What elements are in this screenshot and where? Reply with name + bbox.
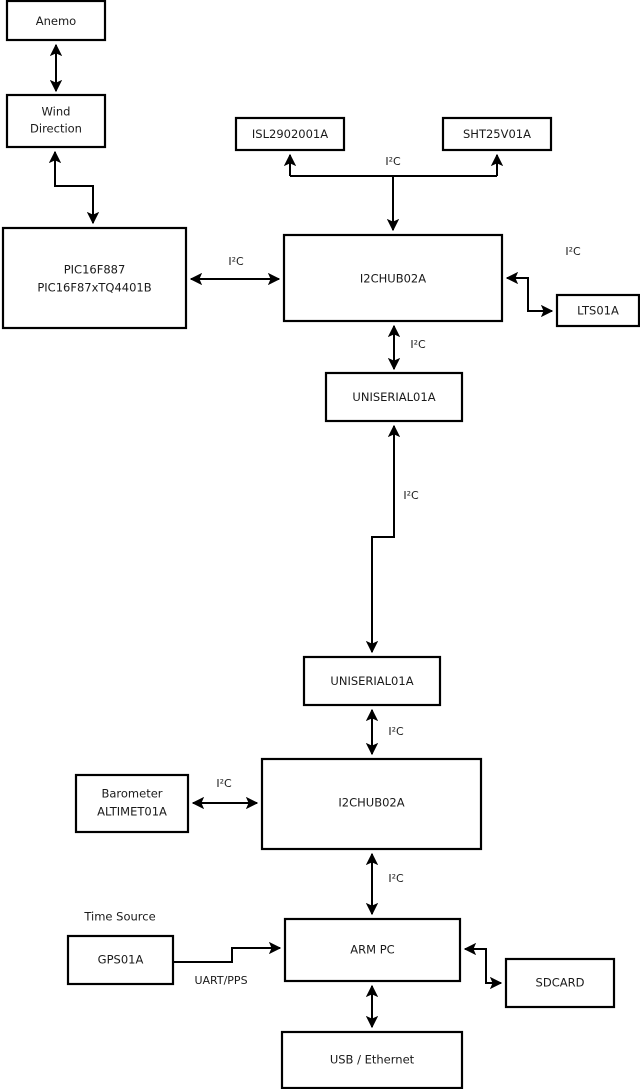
edge-label-hub-arm: I²C — [388, 872, 404, 885]
edge-label-pic-hub: I²C — [228, 255, 244, 268]
node-i2chub02a-top-box — [282, 233, 504, 323]
node-pic-mcu-label-line1: PIC16F887 — [64, 263, 126, 277]
edge-label-hub-lts: I²C — [565, 245, 581, 258]
node-uniserial01a-bottom[interactable]: UNISERIAL01A — [302, 655, 442, 707]
node-i2chub02a-bottom-box — [260, 757, 483, 851]
node-uniserial01a-top-box — [324, 371, 464, 423]
node-lts01a-label: LTS01A — [577, 304, 619, 318]
node-barometer[interactable]: Barometer ALTIMET01A — [74, 773, 190, 834]
edge-label-hub-sensors: I²C — [385, 155, 401, 168]
node-i2chub02a-bottom-label: I2CHUB02A — [338, 796, 404, 810]
node-sdcard-box — [504, 957, 616, 1009]
node-lts01a-box — [555, 293, 640, 328]
node-sht25v01a[interactable]: SHT25V01A — [441, 116, 553, 152]
edge-label-uniserial-link: I²C — [403, 489, 419, 502]
node-usb-ethernet-box — [280, 1030, 464, 1089]
node-barometer-label-line1: Barometer — [101, 787, 162, 801]
node-usb-ethernet-label: USB / Ethernet — [330, 1053, 415, 1067]
edge-gps01a-arm-pc-path — [173, 941, 282, 963]
edge-uniserial-top-bottom: I²C — [365, 424, 419, 654]
node-uniserial01a-bottom-label: UNISERIAL01A — [330, 674, 413, 688]
edge-i2chub-bottom-arm-pc: I²C — [365, 852, 404, 916]
edge-arm-pc-sdcard-path — [463, 942, 503, 990]
edge-i2chub-top-sensors: I²C — [283, 153, 504, 232]
node-arm-pc-box — [283, 917, 462, 983]
node-usb-ethernet[interactable]: USB / Ethernet — [280, 1030, 464, 1089]
node-anemo[interactable]: Anemo — [5, 0, 107, 42]
edge-i2chub-top-lts01a: I²C — [505, 245, 581, 318]
node-gps01a-label: GPS01A — [98, 953, 144, 967]
node-anemo-box — [5, 0, 107, 42]
edge-i2chub-top-uniserial-top: I²C — [387, 324, 426, 371]
edge-gps01a-arm-pc: UART/PPS — [173, 941, 282, 987]
node-uniserial01a-bottom-box — [302, 655, 442, 707]
node-i2chub02a-top-label: I2CHUB02A — [360, 272, 426, 286]
node-sht25v01a-label: SHT25V01A — [463, 127, 531, 141]
node-gps01a-box — [66, 934, 175, 986]
node-gps01a[interactable]: GPS01A — [66, 934, 175, 986]
node-lts01a[interactable]: LTS01A — [555, 293, 640, 328]
node-i2chub02a-bottom[interactable]: I2CHUB02A — [260, 757, 483, 851]
edge-label-barometer-hub: I²C — [216, 777, 232, 790]
node-barometer-label-line2: ALTIMET01A — [97, 805, 167, 819]
node-arm-pc[interactable]: ARM PC — [283, 917, 462, 983]
node-uniserial01a-top-label: UNISERIAL01A — [352, 390, 435, 404]
node-isl2902001a[interactable]: ISL2902001A — [234, 116, 346, 152]
node-sdcard[interactable]: SDCARD — [504, 957, 616, 1009]
node-wind-direction[interactable]: Wind Direction — [5, 93, 107, 149]
node-pic-mcu-label-line2: PIC16F87xTQ4401B — [37, 281, 151, 295]
node-pic-mcu-box — [1, 226, 188, 330]
node-uniserial01a-top[interactable]: UNISERIAL01A — [324, 371, 464, 423]
edge-arm-pc-sdcard — [463, 942, 503, 990]
node-sdcard-label: SDCARD — [536, 976, 585, 990]
edge-label-uniserial-hub-bot: I²C — [388, 725, 404, 738]
edge-uniserial-bottom-i2chub-bottom: I²C — [365, 708, 404, 756]
node-arm-pc-label: ARM PC — [350, 943, 394, 957]
node-sht25v01a-box — [441, 116, 553, 152]
edge-i2chub-top-lts01a-path — [505, 271, 554, 318]
edge-label-gps-arm: UART/PPS — [194, 974, 247, 987]
edge-label-hub-uniserial: I²C — [410, 338, 426, 351]
edge-uniserial-top-bottom-path — [365, 424, 401, 654]
node-isl2902001a-box — [234, 116, 346, 152]
label-time-source: Time Source — [83, 910, 155, 924]
node-wind-direction-box — [5, 93, 107, 149]
node-barometer-box — [74, 773, 190, 834]
node-anemo-label: Anemo — [36, 14, 76, 28]
edge-wind-direction-pic-path — [48, 150, 100, 225]
edge-barometer-i2chub-bottom: I²C — [191, 777, 259, 810]
node-pic-mcu[interactable]: PIC16F887 PIC16F87xTQ4401B — [1, 226, 188, 330]
edge-wind-direction-pic — [48, 150, 100, 225]
node-isl2902001a-label: ISL2902001A — [252, 127, 328, 141]
edge-pic-i2chub-top: I²C — [189, 255, 281, 286]
node-wind-direction-label-line2: Direction — [30, 122, 82, 136]
node-i2chub02a-top[interactable]: I2CHUB02A — [282, 233, 504, 323]
node-wind-direction-label-line1: Wind — [42, 105, 71, 119]
